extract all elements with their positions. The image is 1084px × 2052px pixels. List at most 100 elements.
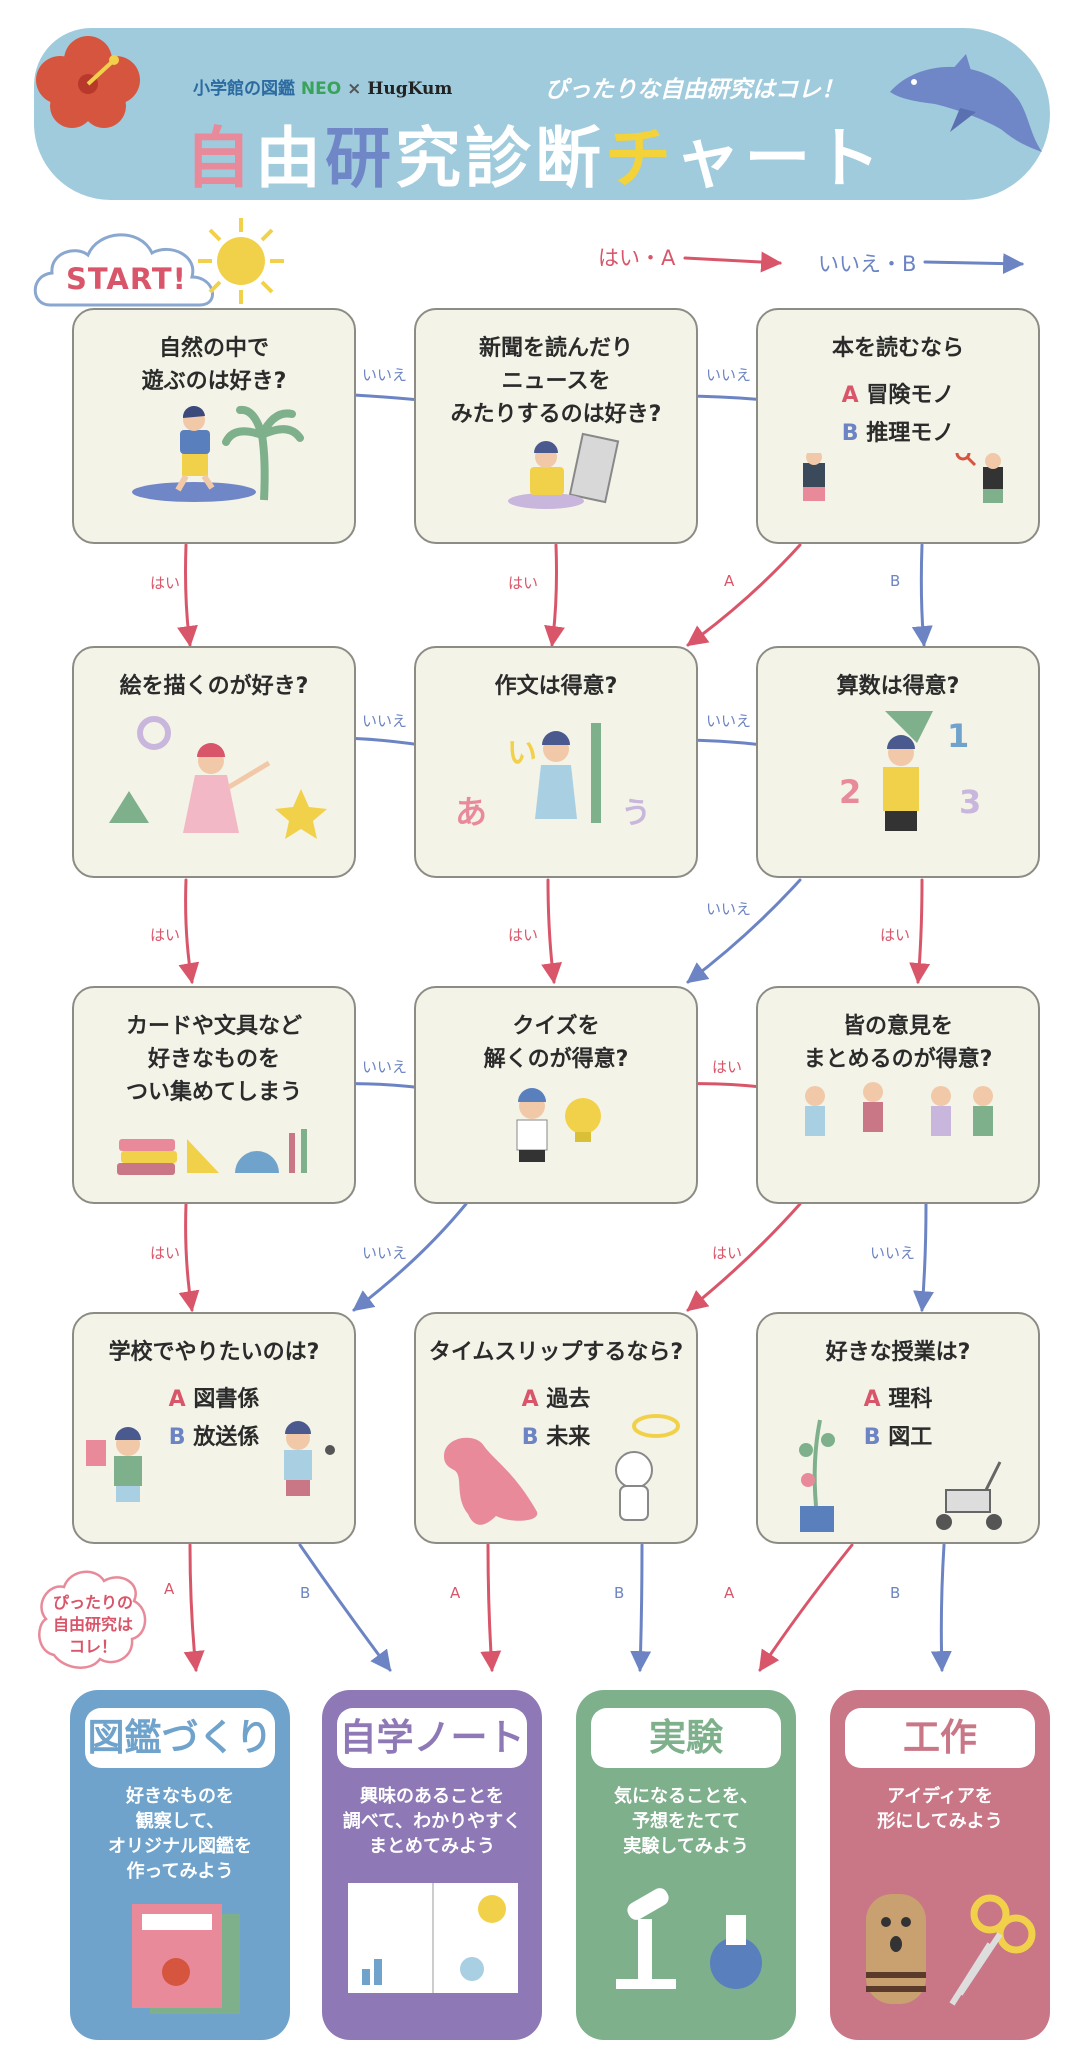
- brand-neo: NEO: [300, 79, 342, 99]
- edge-label-b: B: [614, 1584, 625, 1602]
- painter-icon: [109, 716, 327, 839]
- question-box-drawing: 絵を描くのが好き?: [72, 646, 356, 878]
- svg-text:う: う: [621, 796, 651, 831]
- question-text: 学校でやりたいのは?: [108, 1340, 320, 1365]
- legend-yes-a: はい・A: [598, 246, 676, 270]
- option-a: 過去: [546, 1387, 591, 1412]
- edge-label-yes: はい: [150, 1244, 181, 1262]
- hibiscus-icon: [36, 36, 140, 128]
- title-char: 究: [395, 120, 465, 197]
- question-text: 皆の意見を まとめるのが得意?: [803, 1014, 993, 1072]
- edge-label-yes: はい: [508, 926, 539, 944]
- tagline: ぴったりな自由研究はコレ！: [545, 77, 844, 103]
- option-marker-a: A: [168, 1387, 186, 1412]
- math-icon: 1 2 3: [839, 711, 981, 831]
- option-b: 放送係: [193, 1425, 260, 1450]
- edge-label-no: いいえ: [870, 1244, 916, 1262]
- edge-label-no: いいえ: [362, 1244, 408, 1262]
- result-title: 工作: [845, 1708, 1035, 1768]
- surfer-icon: [132, 405, 304, 502]
- option-marker-b: B: [841, 421, 859, 446]
- cloud-icon: [33, 233, 214, 307]
- plant-robot-icon: [799, 1419, 1002, 1532]
- result-title: 図鑑づくり: [85, 1708, 275, 1768]
- svg-text:3: 3: [959, 783, 981, 821]
- title-char: 自: [185, 120, 255, 197]
- edge-label-no: いいえ: [362, 1058, 408, 1076]
- question-box-collect: カードや文具など 好きなものを つい集めてしまう: [72, 986, 356, 1204]
- astronaut-icon: [615, 1414, 680, 1521]
- pencil-icon: [591, 723, 601, 823]
- newspaper-icon: [508, 432, 620, 509]
- edge-label-no: いいえ: [706, 900, 752, 918]
- title-char: 診: [465, 120, 535, 197]
- question-box-timeslip: タイムスリップするなら? A 過去 B 未来: [414, 1312, 698, 1544]
- result-desc: 好きなものを 観察して、 オリジナル図鑑を 作ってみよう: [108, 1786, 252, 1882]
- result-card-zukan: 図鑑づくり 好きなものを 観察して、 オリジナル図鑑を 作ってみよう: [70, 1690, 290, 2040]
- option-b: 未来: [546, 1425, 591, 1450]
- question-text: 新聞を読んだり ニュースを みたりするのは好き?: [450, 336, 662, 427]
- question-text: 算数は得意?: [836, 674, 960, 699]
- question-box-opinions: 皆の意見を まとめるのが得意?: [756, 986, 1040, 1204]
- edge-label-yes: はい: [880, 926, 911, 944]
- star-icon: [275, 789, 327, 839]
- edge-label-no: いいえ: [362, 366, 408, 384]
- title-char: ー: [744, 120, 815, 197]
- edge-label-a: A: [724, 572, 735, 590]
- svg-text:1: 1: [947, 717, 969, 755]
- svg-text:2: 2: [839, 773, 861, 811]
- option-a: 冒険モノ: [866, 383, 955, 408]
- question-box-nature: 自然の中で 遊ぶのは好き?: [72, 308, 356, 544]
- question-text: 絵を描くのが好き?: [119, 674, 309, 699]
- option-b: 推理モノ: [866, 421, 955, 446]
- edge-label-b: B: [300, 1584, 311, 1602]
- scissors-icon: [949, 1894, 1036, 2006]
- option-marker-a: A: [863, 1387, 881, 1412]
- books-icon: [117, 1129, 307, 1175]
- book-icon: [132, 1904, 240, 2014]
- edge-label-b: B: [890, 1584, 901, 1602]
- option-b: 図工: [888, 1425, 933, 1450]
- result-desc: 興味のあることを 調べて、わかりやすく まとめてみよう: [342, 1786, 522, 1857]
- flask-icon: [710, 1915, 762, 1989]
- option-marker-b: B: [521, 1425, 539, 1450]
- svg-text:い: い: [507, 736, 537, 771]
- title-char: 研: [325, 120, 395, 197]
- header-banner: [34, 28, 1050, 200]
- lightbulb-icon: [516, 1088, 601, 1162]
- notebook-icon: [348, 1883, 518, 1993]
- question-text: 好きな授業は?: [825, 1340, 971, 1365]
- start-label: START!: [66, 262, 187, 296]
- option-marker-b: B: [863, 1425, 881, 1450]
- title-char: ャ: [674, 120, 745, 197]
- result-badge-bubble: [38, 1570, 147, 1669]
- question-text: カードや文具など 好きなものを つい集めてしまう: [125, 1014, 302, 1105]
- question-box-news: 新聞を読んだり ニュースを みたりするのは好き?: [414, 308, 698, 544]
- edge-label-no: いいえ: [706, 712, 752, 730]
- title-char: ト: [814, 120, 885, 197]
- question-box-quiz: クイズを 解くのが得意?: [414, 986, 698, 1204]
- writer-icon: あ い う: [455, 723, 651, 831]
- edge-label-yes: はい: [712, 1058, 743, 1076]
- result-desc: アイディアを 形にしてみよう: [877, 1786, 1003, 1832]
- option-a: 図書係: [193, 1387, 260, 1412]
- edge-label-no: いいえ: [706, 366, 752, 384]
- librarian-broadcaster-icon: [86, 1421, 335, 1502]
- brand-logo: 小学館の図鑑 NEO × HugKum: [193, 74, 452, 99]
- legend-no-b: いいえ・B: [818, 252, 917, 276]
- question-box-math: 算数は得意? 1 2 3: [756, 646, 1040, 878]
- edge-label-no: いいえ: [362, 712, 408, 730]
- brand-x: ×: [347, 79, 362, 99]
- magnifier-icon: [955, 445, 977, 467]
- result-card-experiment: 実験 気になることを、 予想をたてて 実験してみよう: [576, 1690, 796, 2040]
- result-badge-text: ぴったりの 自由研究は コレ！: [52, 1593, 133, 1656]
- title-char: 断: [535, 120, 605, 197]
- option-marker-a: A: [841, 383, 859, 408]
- question-text: 自然の中で 遊ぶのは好き?: [141, 336, 287, 394]
- plant-icon: [799, 1419, 835, 1532]
- result-title: 実験: [591, 1708, 781, 1768]
- result-title: 自学ノート: [337, 1708, 527, 1768]
- svg-text:あ: あ: [455, 793, 487, 831]
- triangle-icon: [109, 791, 149, 823]
- haniwa-icon: [866, 1894, 926, 2004]
